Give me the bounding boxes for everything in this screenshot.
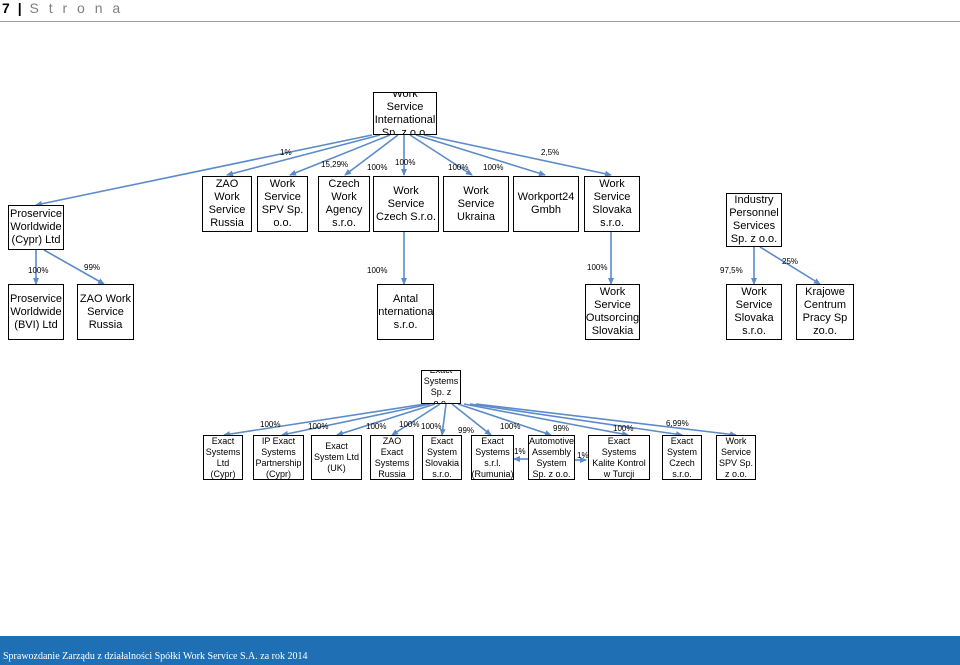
connector-exact-rumunia — [451, 403, 492, 436]
connector-exact-spv — [475, 403, 737, 438]
pct-label: 100% — [483, 163, 504, 172]
page-header: 7 | S t r o n a — [0, 0, 960, 24]
connector-wsi-proservice — [35, 134, 373, 207]
pct-label: 100% — [28, 266, 49, 275]
pct-label: 100% — [587, 263, 608, 272]
page-number-label: 7 | S t r o n a — [2, 0, 124, 16]
connector-proservice-zao — [43, 249, 105, 285]
pct-label: 100% — [500, 422, 521, 431]
connector-exact-ip — [281, 403, 431, 437]
org-box-exact-system-uk: Exact System Ltd (UK) — [311, 435, 362, 480]
pct-label: 6,99% — [666, 419, 689, 428]
org-box-exact-systems-kalite: Exact Systems Kalite Kontrol w Turcji — [588, 435, 650, 480]
connector-exact-czech — [469, 403, 683, 438]
pct-label: 99% — [84, 263, 101, 272]
connector-exact-kalite — [463, 403, 629, 437]
org-box-work-service-spv-2: Work Service SPV Sp. z o.o. — [716, 435, 756, 480]
connector-exact-slovakia — [439, 403, 447, 436]
org-box-zao-work-service-russia: ZAO Work Service Russia — [202, 176, 252, 232]
connector-wsi-ukraina — [409, 134, 473, 176]
pct-label: 1% — [514, 447, 526, 456]
header-divider — [0, 21, 960, 22]
connector-exact-zao — [391, 403, 441, 436]
org-box-proservice-cypr: Proservice Worldwide (Cypr) Ltd — [8, 205, 64, 250]
org-box-zao-work-service-russia-2: ZAO Work Service Russia — [77, 284, 134, 340]
org-box-automotive-assembly: Automotive Assembly System Sp. z o.o. — [528, 435, 575, 480]
org-box-work-service-ukraina: Work Service Ukraina — [443, 176, 509, 232]
pct-label: 100% — [308, 422, 329, 431]
connector-wsi-spv — [289, 134, 391, 176]
pct-label: 99% — [458, 426, 475, 435]
org-box-czech-work-agency: Czech Work Agency s.r.o. — [318, 176, 370, 232]
pct-label: 2,5% — [541, 148, 560, 157]
pct-label: 100% — [613, 424, 634, 433]
pct-label: 1% — [280, 148, 292, 157]
org-box-work-service-slovaka-top: Work Service Slovaka s.r.o. — [584, 176, 640, 232]
pct-label: 15,29% — [321, 160, 349, 169]
pct-label: 100% — [448, 163, 469, 172]
connector-wsi-slovaka — [423, 134, 612, 177]
connector-exact-uk — [336, 403, 436, 437]
footer-text: Sprawozdanie Zarządu z działalności Spół… — [3, 651, 308, 662]
pct-label: 100% — [367, 266, 388, 275]
org-box-work-service-czech: Work Service Czech S.r.o. — [373, 176, 439, 232]
pct-label: 25% — [782, 257, 799, 266]
org-box-ip-exact-systems: IP Exact Systems Partnership (Cypr) — [253, 435, 304, 480]
connector-exact-automotive — [457, 403, 552, 436]
page-footer: Sprawozdanie Zarządu z działalności Spół… — [0, 636, 960, 665]
connector-exact-cypr — [223, 403, 426, 438]
org-box-exact-systems-cypr: Exact Systems Ltd (Cypr) — [203, 435, 243, 480]
org-box-proservice-bvi: Proservice Worldwide (BVI) Ltd — [8, 284, 64, 340]
org-box-zao-exact-systems: ZAO Exact Systems Russia — [370, 435, 414, 480]
org-box-krajowe-centrum: Krajowe Centrum Pracy Sp zo.o. — [796, 284, 854, 340]
pct-label: 100% — [367, 163, 388, 172]
pct-label: 1% — [577, 451, 589, 460]
org-box-work-service-outsourcing: Work Service Outsorcing Slovakia — [585, 284, 640, 340]
org-box-exact-system-czech: Exact System Czech s.r.o. — [662, 435, 702, 480]
pct-label: 100% — [366, 422, 387, 431]
pct-label: 99% — [553, 424, 570, 433]
org-box-exact-systems-rumunia: Exact Systems s.r.l. (Rumunia) — [471, 435, 514, 480]
connector-wsi-zao — [226, 134, 381, 177]
pct-label: 100% — [421, 422, 442, 431]
org-box-antal-international: Antal International s.r.o. — [377, 284, 434, 340]
connector-industry-krajowe — [759, 246, 821, 285]
org-box-exact-systems-root: Exact Systems Sp. z o.o. — [421, 370, 461, 404]
connector-wsi-workport — [415, 134, 546, 177]
pct-label: 100% — [260, 420, 281, 429]
org-box-work-service-spv: Work Service SPV Sp. o.o. — [257, 176, 308, 232]
org-box-exact-system-slovakia: Exact System Slovakia s.r.o. — [422, 435, 462, 480]
pct-label: 100% — [399, 420, 420, 429]
org-box-work-service-international: Work Service International Sp. z o.o. — [373, 92, 437, 135]
connector-wsi-czechagency — [344, 134, 399, 176]
org-box-industry-personnel: Industry Personnel Services Sp. z o.o. — [726, 193, 782, 247]
pct-label: 97,5% — [720, 266, 743, 275]
org-box-workport24: Workport24 Gmbh — [513, 176, 579, 232]
pct-label: 100% — [395, 158, 416, 167]
org-box-work-service-slovaka-2: Work Service Slovaka s.r.o. — [726, 284, 782, 340]
